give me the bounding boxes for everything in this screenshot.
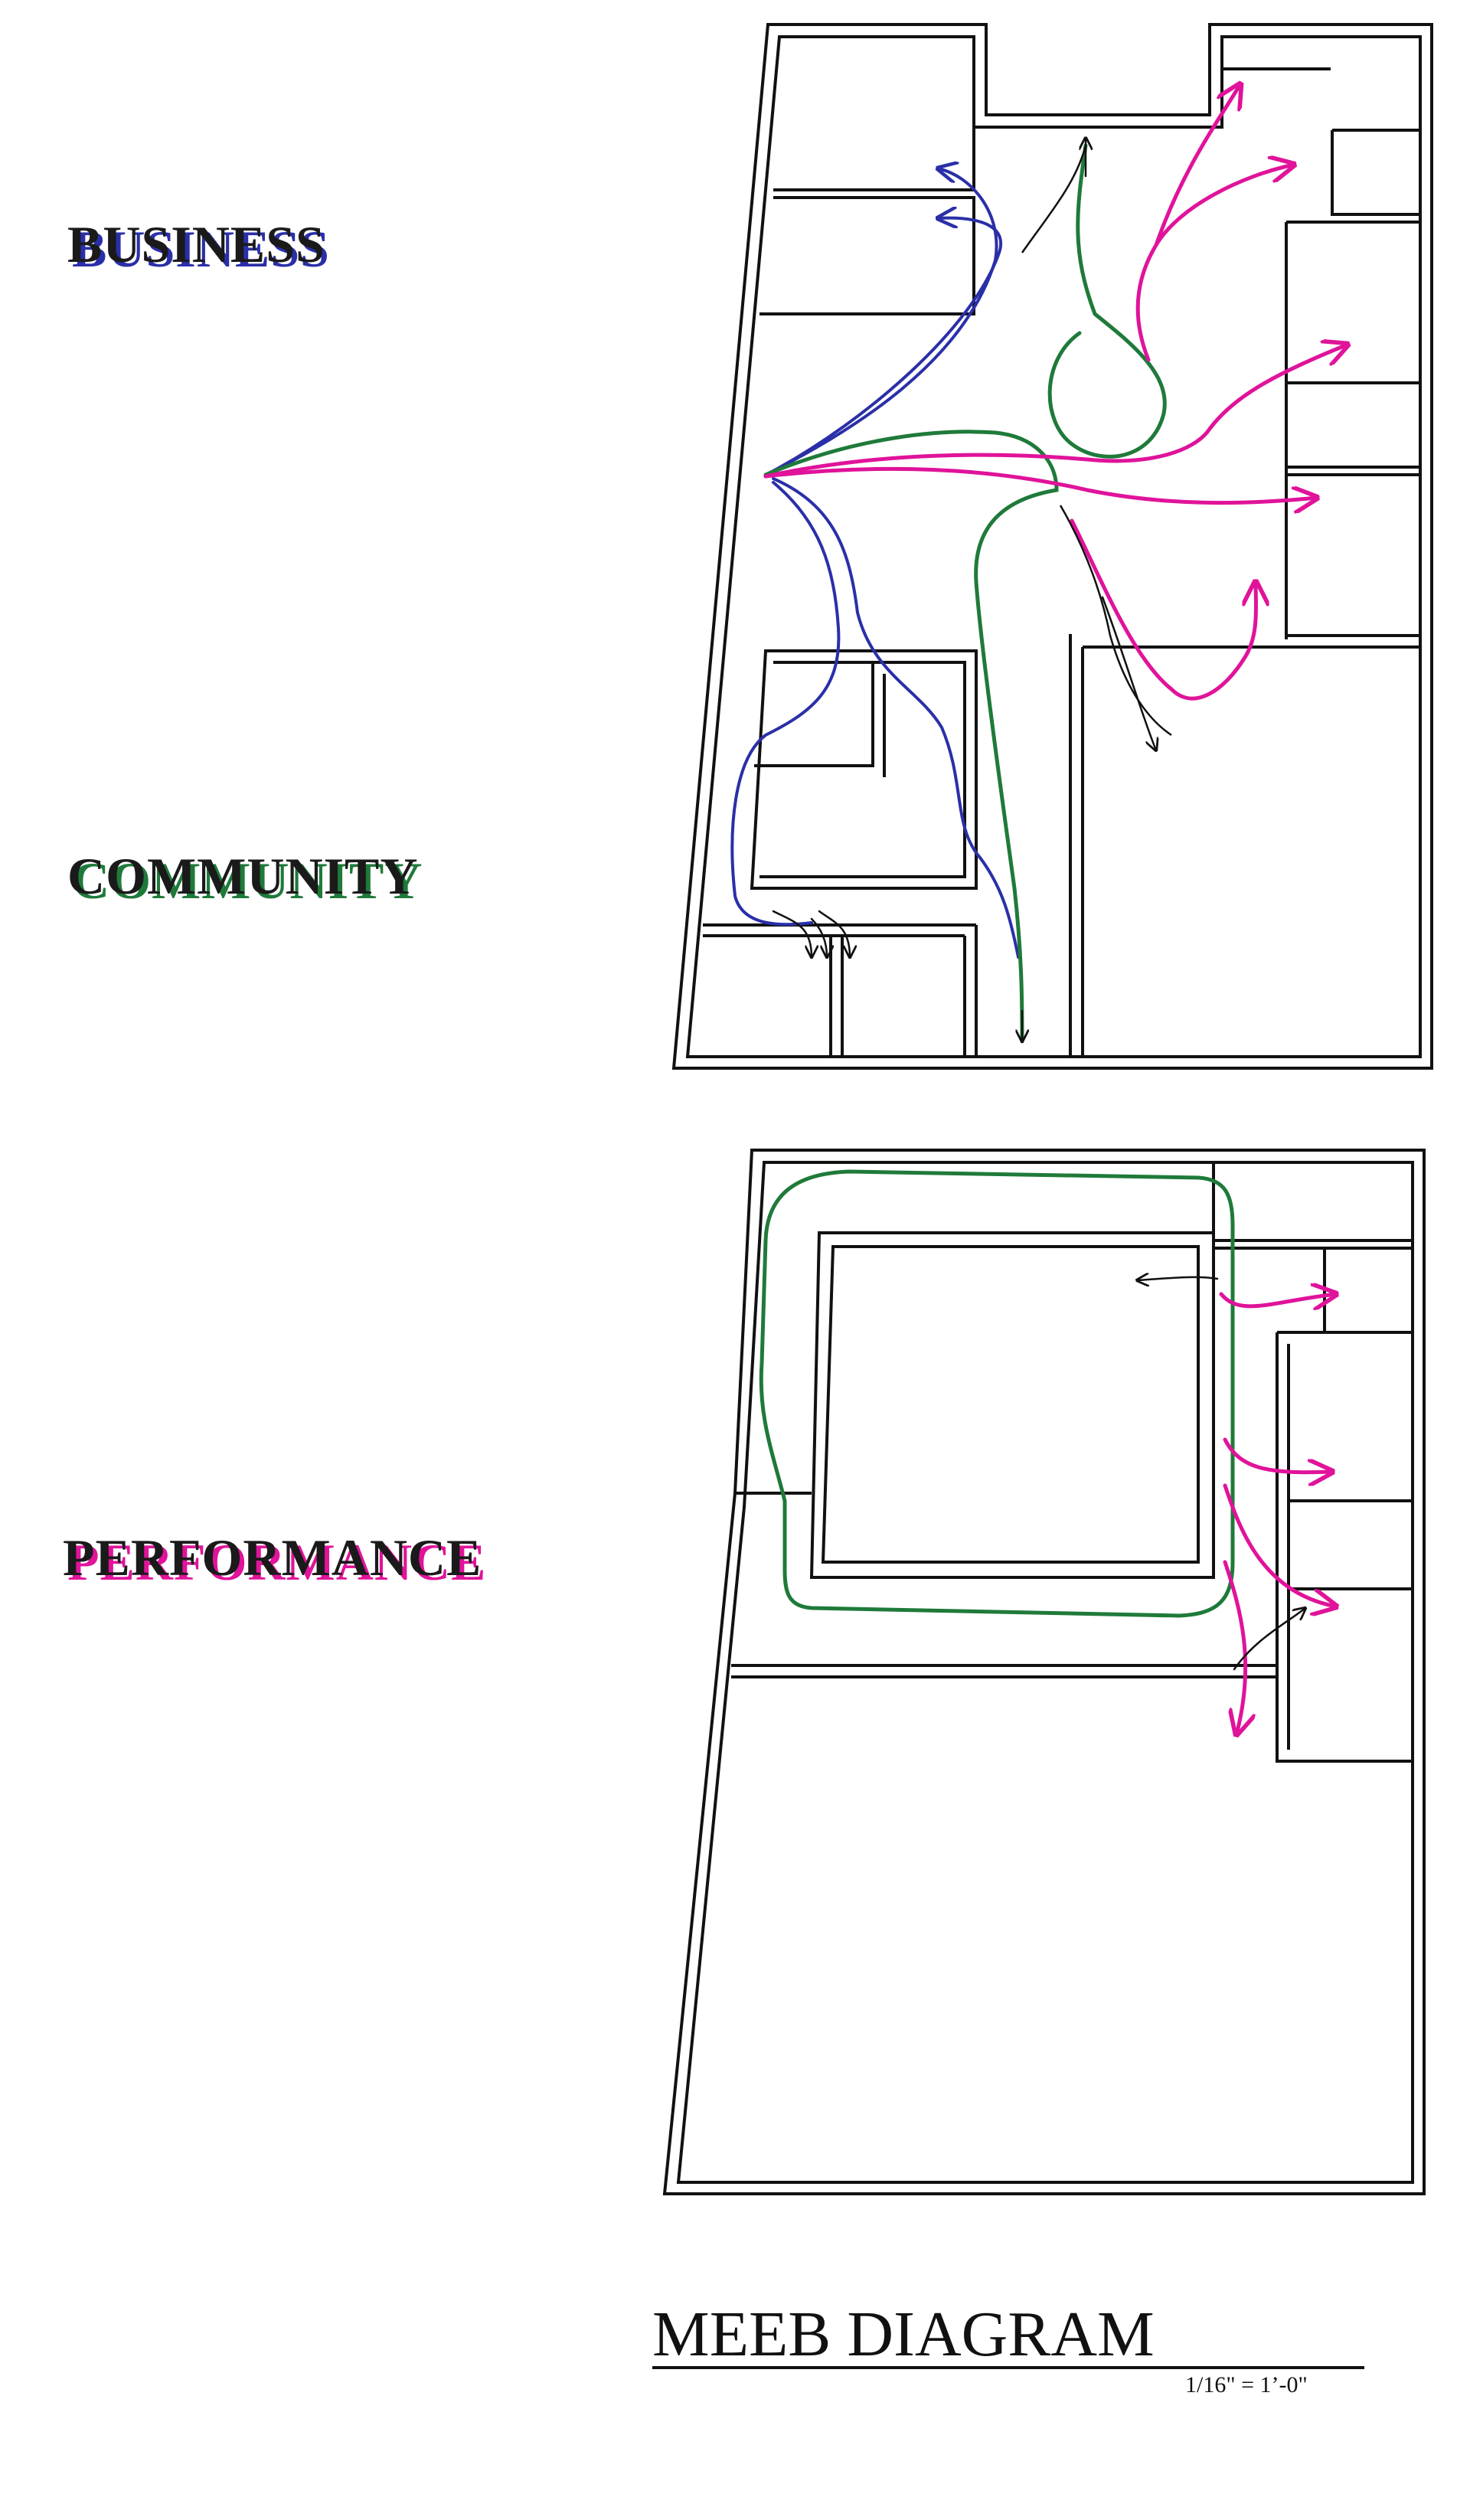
legend-label-business-shadow: BUSINESS bbox=[72, 220, 330, 278]
legend-label-community-shadow: COMMUNITY bbox=[72, 851, 423, 910]
legend-label-performance-text: PERFORMANCE bbox=[63, 1528, 482, 1587]
black-guide-lines-upper bbox=[1021, 145, 1172, 737]
scale-note: 1/16" = 1’-0" bbox=[1185, 2372, 1308, 2397]
legend-label-community: COMMUNITY COMMUNITY bbox=[67, 846, 423, 910]
upper-plan bbox=[671, 23, 1433, 1070]
lower-plan bbox=[662, 1149, 1426, 2195]
community-circulation-lower bbox=[759, 1169, 1235, 1618]
community-circulation-upper bbox=[763, 138, 1167, 1044]
legend-label-performance-shadow: PERFORMANCE bbox=[67, 1533, 487, 1591]
performance-circulation-lower bbox=[1137, 1277, 1336, 1734]
legend-label-performance: PERFORMANCE PERFORMANCE bbox=[63, 1528, 485, 1591]
title-underline bbox=[652, 2366, 1364, 2369]
business-circulation-upper bbox=[730, 168, 1020, 959]
legend-label-business: BUSINESS BUSINESS bbox=[67, 214, 329, 278]
legend-label-business-text: BUSINESS bbox=[67, 215, 325, 273]
diagram-title: MEEB DIAGRAM bbox=[652, 2299, 1155, 2370]
legend-label-community-text: COMMUNITY bbox=[67, 847, 419, 905]
performance-circulation-upper bbox=[763, 84, 1348, 750]
